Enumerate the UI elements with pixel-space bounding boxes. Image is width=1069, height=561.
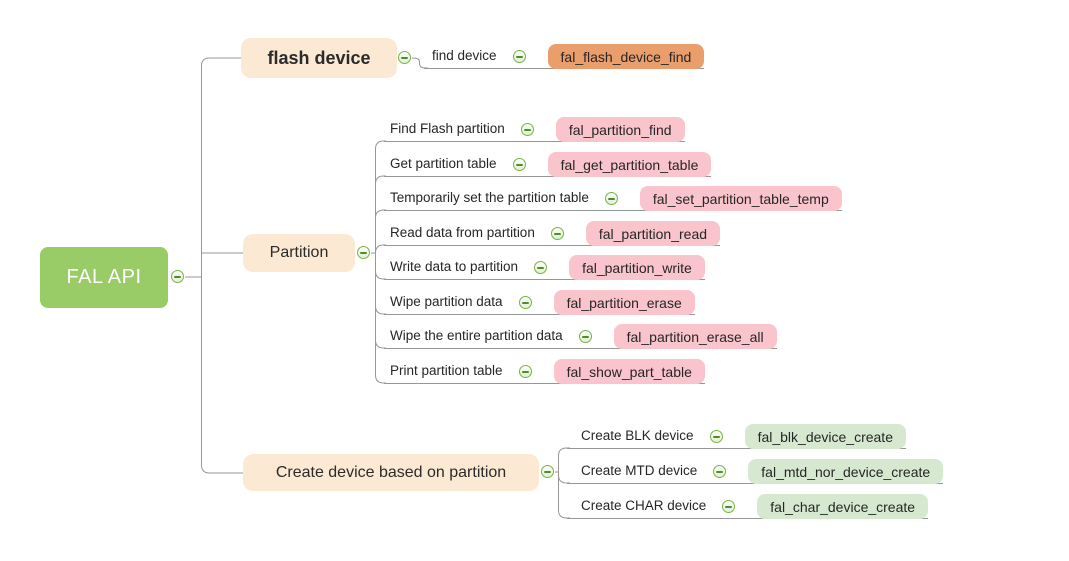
func-topic-fal-blk-device-create[interactable]: fal_blk_device_create — [744, 424, 906, 449]
minus-dash — [607, 197, 615, 200]
leaf-row-print-partition-table: Print partition table fal_show_part_tabl… — [384, 356, 705, 384]
minus-dash — [725, 505, 733, 508]
collapse-minus-icon[interactable] — [512, 50, 526, 63]
minus-dash — [521, 301, 529, 304]
leaf-row-wipe-entire-partition-data: Wipe the entire partition data fal_parti… — [384, 321, 777, 349]
leaf-row-find-flash-partition: Find Flash partition fal_partition_find — [384, 114, 685, 142]
collapse-minus-icon[interactable] — [541, 465, 554, 478]
leaf-label-wipe-entire-partition-data[interactable]: Wipe the entire partition data — [390, 328, 563, 343]
leaf-label-create-mtd-device[interactable]: Create MTD device — [581, 463, 698, 478]
branch-topic-flash-device[interactable]: flash device — [241, 38, 397, 78]
collapse-minus-icon[interactable] — [512, 158, 526, 171]
minus-dash — [523, 128, 531, 131]
func-topic-fal-flash-device-find[interactable]: fal_flash_device_find — [547, 44, 705, 69]
leaf-row-create-blk-device: Create BLK device fal_blk_device_create — [567, 421, 906, 449]
minus-dash — [581, 335, 589, 338]
collapse-minus-icon[interactable] — [722, 500, 736, 513]
func-topic-fal-set-partition-table-temp[interactable]: fal_set_partition_table_temp — [639, 186, 842, 211]
leaf-label-print-partition-table[interactable]: Print partition table — [390, 363, 503, 378]
func-topic-fal-get-partition-table[interactable]: fal_get_partition_table — [547, 152, 712, 177]
leaf-label-create-blk-device[interactable]: Create BLK device — [581, 428, 694, 443]
func-topic-fal-mtd-nor-device-create[interactable]: fal_mtd_nor_device_create — [748, 459, 944, 484]
leaf-row-wipe-partition-data: Wipe partition data fal_partition_erase — [384, 287, 695, 315]
root-topic-fal-api[interactable]: FAL API — [40, 247, 168, 308]
leaf-row-create-mtd-device: Create MTD device fal_mtd_nor_device_cre… — [567, 456, 944, 484]
collapse-minus-icon[interactable] — [550, 227, 564, 240]
collapse-minus-icon[interactable] — [713, 465, 727, 478]
leaf-label-create-char-device[interactable]: Create CHAR device — [581, 498, 707, 513]
leaf-label-get-partition-table[interactable]: Get partition table — [390, 156, 497, 171]
minus-dash — [360, 251, 367, 254]
minus-dash — [174, 275, 181, 278]
collapse-minus-icon[interactable] — [578, 330, 592, 343]
leaf-label-read-data-from-partition[interactable]: Read data from partition — [390, 225, 535, 240]
minus-dash — [521, 370, 529, 373]
func-topic-fal-partition-erase-all[interactable]: fal_partition_erase_all — [613, 324, 777, 349]
collapse-minus-icon[interactable] — [518, 365, 532, 378]
branch-topic-partition[interactable]: Partition — [243, 234, 355, 272]
leaf-row-temporarily-set-partition-table: Temporarily set the partition table fal_… — [384, 183, 842, 211]
collapse-minus-icon[interactable] — [357, 246, 370, 259]
leaf-label-write-data-to-partition[interactable]: Write data to partition — [390, 259, 519, 274]
minus-dash — [537, 266, 545, 269]
minus-dash — [716, 470, 724, 473]
minus-dash — [544, 470, 551, 473]
collapse-minus-icon[interactable] — [604, 192, 618, 205]
func-topic-fal-partition-write[interactable]: fal_partition_write — [569, 255, 705, 280]
collapse-minus-icon[interactable] — [709, 430, 723, 443]
collapse-minus-icon[interactable] — [398, 51, 411, 64]
leaf-label-find-device[interactable]: find device — [432, 48, 497, 63]
leaf-row-write-data-to-partition: Write data to partition fal_partition_wr… — [384, 252, 705, 280]
func-topic-fal-partition-erase[interactable]: fal_partition_erase — [553, 290, 695, 315]
leaf-row-create-char-device: Create CHAR device fal_char_device_creat… — [567, 491, 929, 519]
branch-topic-create-device-based-on-partition[interactable]: Create device based on partition — [243, 454, 539, 491]
collapse-minus-icon[interactable] — [534, 261, 548, 274]
func-topic-fal-show-part-table[interactable]: fal_show_part_table — [553, 359, 705, 384]
collapse-minus-icon[interactable] — [520, 123, 534, 136]
minus-dash — [712, 435, 720, 438]
collapse-minus-icon[interactable] — [171, 270, 184, 283]
leaf-row-read-data-from-partition: Read data from partition fal_partition_r… — [384, 218, 721, 246]
minus-dash — [515, 55, 523, 58]
func-topic-fal-char-device-create[interactable]: fal_char_device_create — [757, 494, 929, 519]
func-topic-fal-partition-read[interactable]: fal_partition_read — [585, 221, 721, 246]
minus-dash — [515, 163, 523, 166]
minus-dash — [401, 56, 408, 59]
leaf-label-wipe-partition-data[interactable]: Wipe partition data — [390, 294, 503, 309]
leaf-row-find-device: find device fal_flash_device_find — [424, 41, 705, 69]
collapse-minus-icon[interactable] — [518, 296, 532, 309]
leaf-label-temporarily-set-partition-table[interactable]: Temporarily set the partition table — [390, 190, 589, 205]
minus-dash — [553, 232, 561, 235]
leaf-label-find-flash-partition[interactable]: Find Flash partition — [390, 121, 505, 136]
func-topic-fal-partition-find[interactable]: fal_partition_find — [555, 117, 685, 142]
leaf-row-get-partition-table: Get partition table fal_get_partition_ta… — [384, 149, 712, 177]
